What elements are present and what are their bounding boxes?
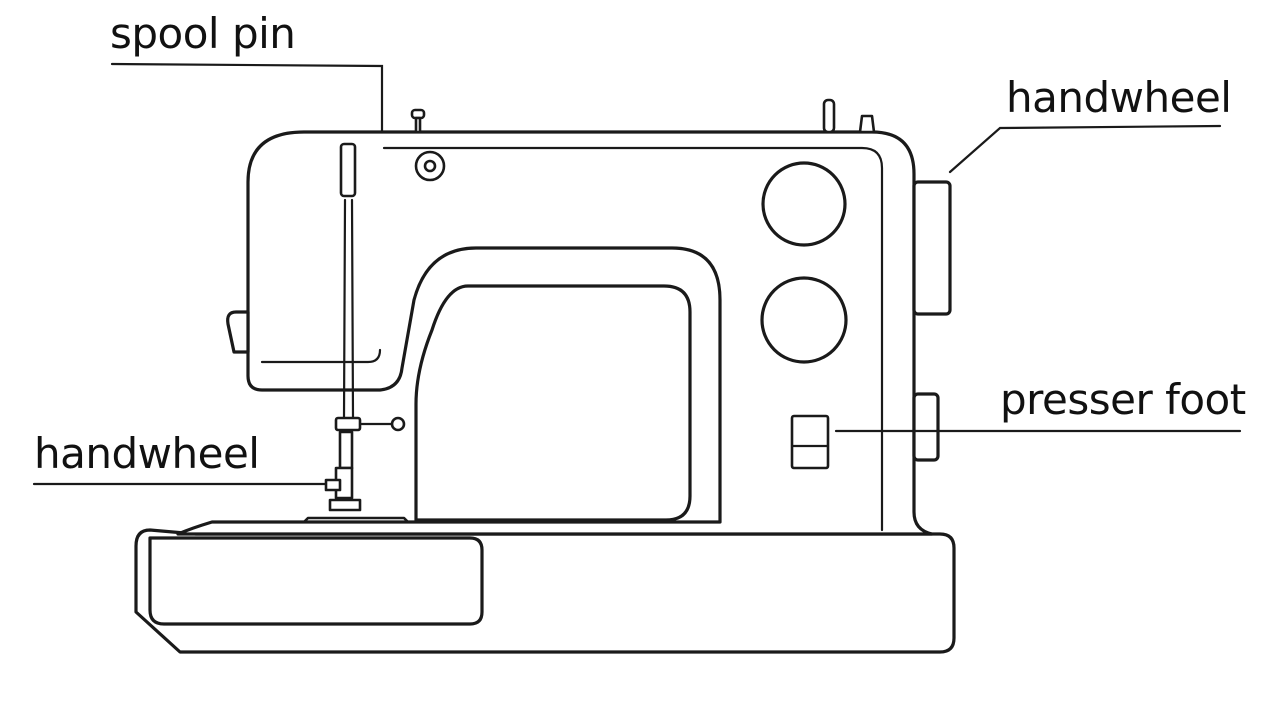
machine-body	[176, 130, 934, 536]
label-presser-foot: presser foot	[1000, 375, 1246, 424]
handwheel	[912, 180, 952, 316]
label-handwheel-right: handwheel	[1006, 73, 1231, 122]
power-switch	[912, 392, 940, 462]
label-spool-pin: spool pin	[110, 9, 295, 58]
presser-lifter	[226, 310, 250, 354]
thread-guide	[410, 108, 446, 182]
free-arm	[148, 536, 484, 626]
body-arm-contour	[382, 146, 884, 532]
bobbin-winder-pin	[858, 114, 876, 134]
stitch-length-dial	[760, 276, 848, 364]
needle-assembly	[324, 142, 406, 512]
body-inner-contour	[260, 348, 382, 364]
label-handwheel-left: handwheel	[34, 429, 259, 478]
leader-spool-pin	[110, 62, 384, 134]
reverse-lever	[790, 414, 830, 470]
stitch-selector-dial	[761, 161, 847, 247]
leader-handwheel-right	[948, 124, 1222, 174]
spool-pin-top	[822, 98, 836, 134]
sewing-machine	[134, 98, 956, 654]
